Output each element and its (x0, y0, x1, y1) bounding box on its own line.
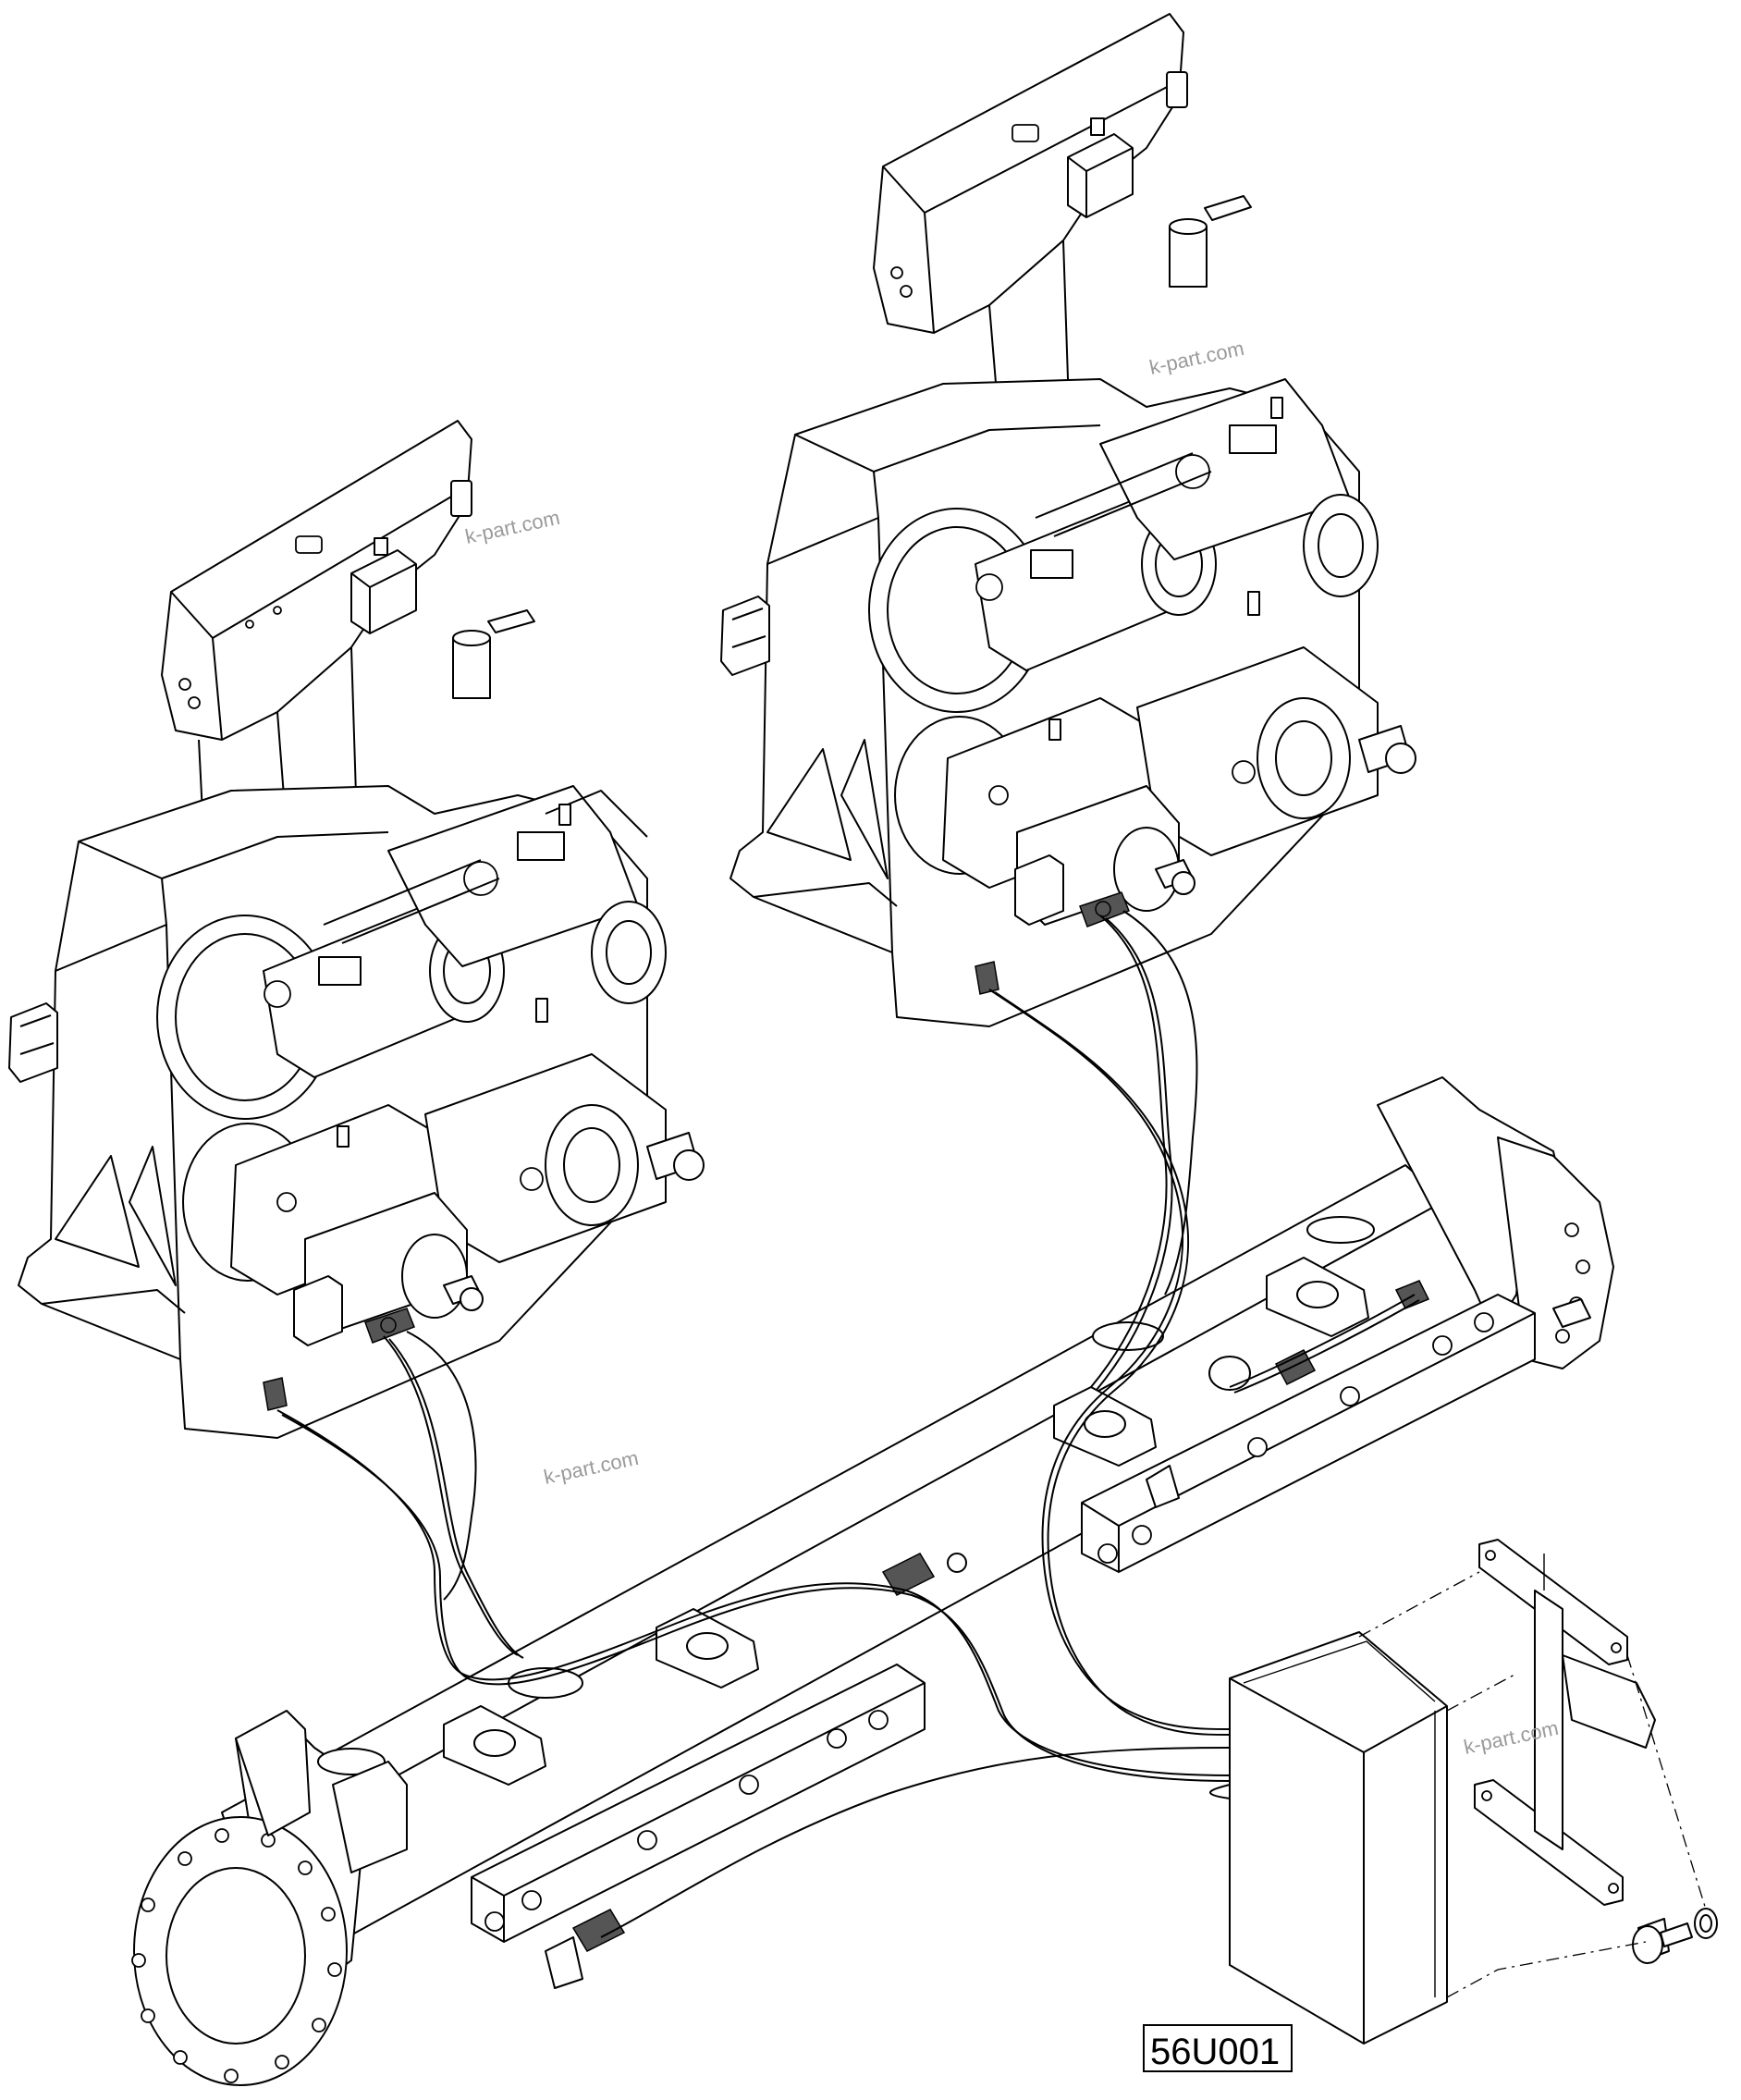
left-lower-pumps (230, 998, 705, 1332)
right-lower-pumps (942, 591, 1416, 926)
right-filter (1169, 195, 1252, 288)
part-callout: 56U001 (1143, 2024, 1293, 2072)
bolt-and-washer (1632, 1908, 1718, 1964)
left-sensor-fittings (263, 1275, 484, 1411)
right-gearbox-assembly (720, 13, 1416, 1027)
right-side-cap (720, 596, 770, 676)
part-number-label: 56U001 (1150, 2032, 1280, 2072)
wiring-harness (276, 910, 1420, 1938)
left-gearbox-assembly (8, 420, 705, 1439)
watermark: k-part.com (463, 506, 562, 548)
axle-flange-plates (317, 1216, 1375, 1786)
mounting-bracket (1474, 1539, 1656, 1906)
right-valve-block (1067, 71, 1188, 218)
right-upper-pumps (975, 378, 1379, 671)
assembly-centerlines (1358, 1571, 1707, 1998)
left-wheel-hub-flange (131, 1816, 348, 2086)
watermark: k-part.com (542, 1446, 641, 1489)
axle-speed-sensors (545, 1280, 1430, 1989)
left-valve-block (350, 480, 472, 634)
watermark: k-part.com (1147, 337, 1246, 379)
axle-assembly (131, 1076, 1614, 2086)
left-upper-pumps (263, 785, 667, 1078)
left-side-cap (8, 1002, 58, 1083)
right-sensor-fittings (975, 854, 1195, 995)
control-unit-56u001 (1229, 1631, 1448, 2045)
left-filter (452, 609, 535, 699)
